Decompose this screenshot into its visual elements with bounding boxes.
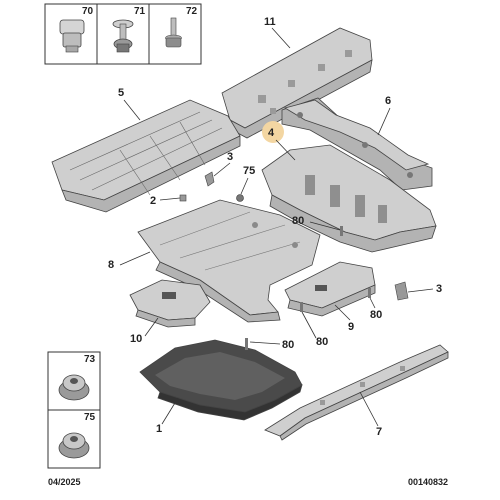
fastener-box-71[interactable]: 71: [96, 3, 150, 65]
callout-5: 5: [118, 87, 124, 99]
fastener-box-73-label: 73: [84, 354, 96, 365]
nut-flanged-icon: [58, 374, 90, 401]
fastener-box-71-label: 71: [134, 6, 146, 17]
callout-11: 11: [264, 16, 276, 28]
part-80-screw-d[interactable]: [245, 338, 248, 350]
part-11-panel[interactable]: [221, 27, 373, 139]
fastener-box-75[interactable]: 75: [47, 409, 101, 469]
callout-80-a: 80: [292, 215, 304, 227]
part-5-tray[interactable]: [51, 99, 241, 213]
footer-reference: 00140832: [408, 477, 448, 487]
footer-date: 04/2025: [48, 477, 81, 487]
part-75-nut[interactable]: [236, 194, 244, 202]
screw-icon: [112, 19, 134, 53]
part-2-clip[interactable]: [179, 194, 187, 202]
fastener-box-72[interactable]: 72: [148, 3, 202, 65]
callout-2: 2: [150, 195, 156, 207]
part-4-highlight-marker: [262, 121, 284, 143]
callout-4: 4: [268, 127, 275, 139]
callout-80-d: 80: [282, 339, 294, 351]
callout-10: 10: [130, 333, 142, 345]
callout-3-left: 3: [227, 151, 233, 163]
callout-9: 9: [348, 321, 354, 333]
part-8-floor-shield[interactable]: [137, 199, 321, 323]
part-4-shield[interactable]: [261, 144, 437, 253]
fastener-box-70[interactable]: 70: [44, 3, 98, 65]
callout-8: 8: [108, 259, 114, 271]
fastener-box-70-label: 70: [82, 6, 94, 17]
callout-6: 6: [385, 95, 391, 107]
callout-75: 75: [243, 165, 255, 177]
part-6-rail[interactable]: [281, 97, 433, 191]
part-80-screw-a[interactable]: [340, 226, 343, 236]
part-3-bracket-right[interactable]: [394, 281, 409, 301]
fastener-box-73[interactable]: 73: [47, 351, 101, 411]
callout-80-c: 80: [370, 309, 382, 321]
part-3-bracket-left[interactable]: [204, 171, 215, 187]
callout-7: 7: [376, 426, 382, 438]
callout-80-b: 80: [316, 336, 328, 348]
part-80-screw-b[interactable]: [300, 302, 303, 312]
nut-hex-icon: [58, 432, 90, 459]
callout-3-right: 3: [436, 283, 442, 295]
part-1-dark-shield[interactable]: [139, 339, 303, 421]
stud-icon: [165, 17, 182, 48]
clip-fastener-icon: [59, 19, 85, 53]
part-7-sill-strip[interactable]: [264, 344, 449, 441]
fastener-box-75-label: 75: [84, 412, 96, 423]
part-9-plate[interactable]: [284, 261, 376, 317]
part-10-bracket[interactable]: [129, 279, 211, 328]
fastener-box-72-label: 72: [186, 6, 198, 17]
part-80-screw-c[interactable]: [368, 288, 371, 298]
callout-1: 1: [156, 423, 162, 435]
